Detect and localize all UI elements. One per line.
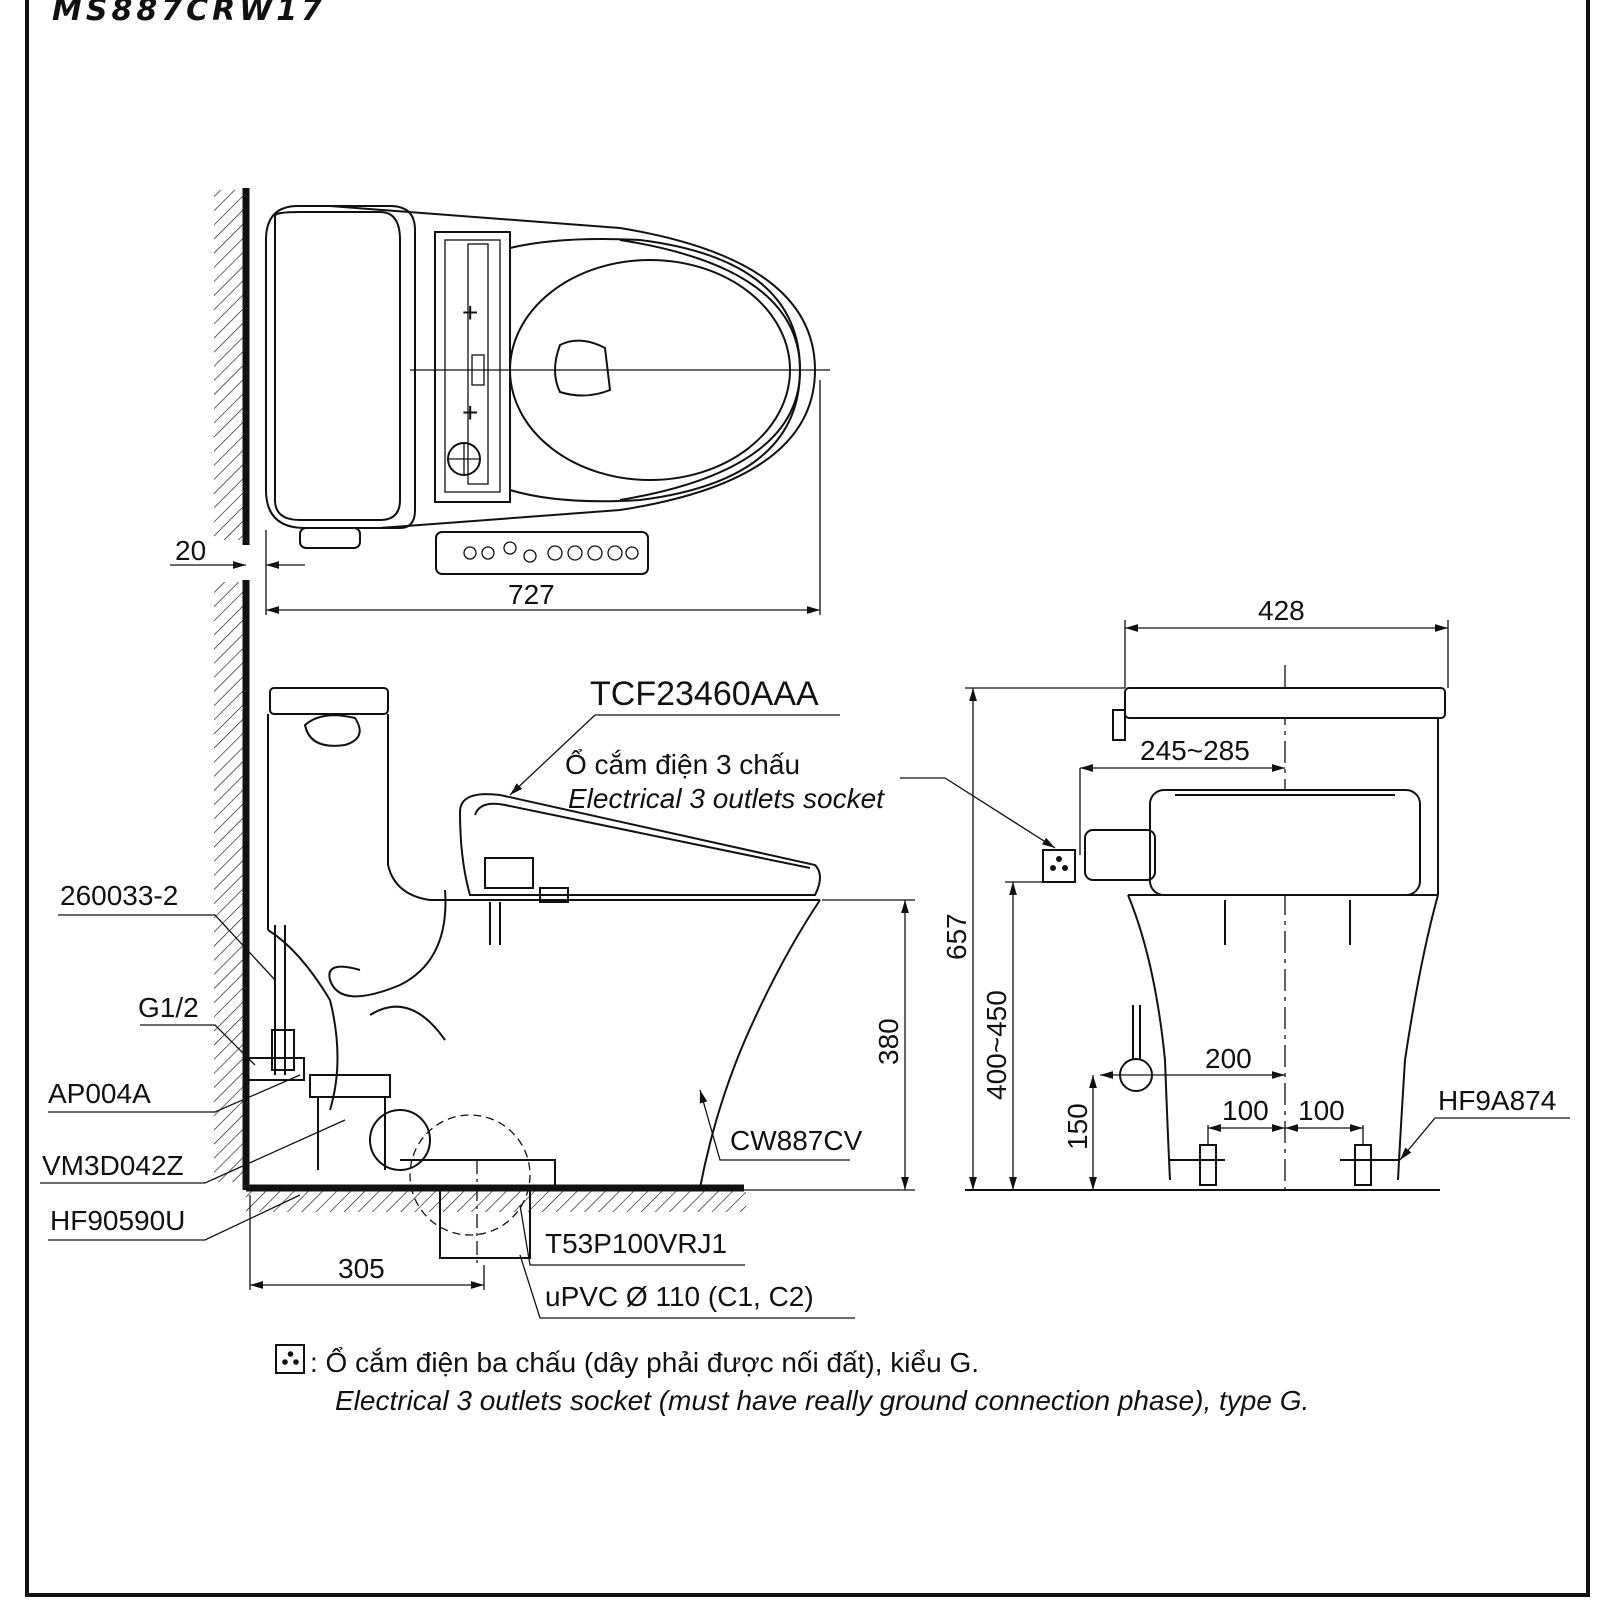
side-view: 260033-2 G1/2 AP004A VM3D042Z HF90590U C… bbox=[40, 580, 915, 1319]
front-view: 428 245~285 657 400~450 200 150 100 100 … bbox=[900, 595, 1570, 1195]
note-en: Electrical 3 outlets socket (must have r… bbox=[335, 1385, 1309, 1416]
part-tcf23460aaa: TCF23460AAA bbox=[590, 675, 819, 713]
side-tank bbox=[267, 714, 431, 930]
part-upvc-pipe: uPVC Ø 110 (C1, C2) bbox=[545, 1281, 814, 1312]
front-tank bbox=[1124, 687, 1446, 719]
side-tank-lid bbox=[269, 687, 389, 715]
top-view: + + 20 727 bbox=[170, 188, 830, 615]
part-ap004a: AP004A bbox=[48, 1078, 151, 1109]
part-g1-2: G1/2 bbox=[138, 992, 199, 1023]
side-bowl bbox=[430, 899, 821, 1189]
dim-rough-in: 305 bbox=[338, 1253, 385, 1284]
front-bowl bbox=[1127, 894, 1439, 1181]
part-cw887cv: CW887CV bbox=[730, 1125, 863, 1156]
front-socket bbox=[1042, 849, 1076, 883]
dim-wall-gap: 20 bbox=[175, 535, 206, 566]
socket-icon bbox=[275, 1344, 305, 1374]
sheet-frame bbox=[25, 0, 1590, 1597]
wall-hatch-side bbox=[214, 582, 244, 1182]
dim-socket-height: 400~450 bbox=[981, 990, 1012, 1100]
part-vm3d042z: VM3D042Z bbox=[42, 1150, 184, 1181]
svg-text:+: + bbox=[462, 397, 478, 428]
floor-hatch bbox=[246, 1190, 746, 1212]
socket-label-vi: Ổ cắm điện 3 chấu bbox=[565, 749, 800, 780]
model-code: MS887CRW17 bbox=[52, 0, 326, 28]
dim-width: 428 bbox=[1258, 595, 1305, 626]
dim-socket-offset: 245~285 bbox=[1140, 735, 1250, 766]
dim-length: 727 bbox=[508, 579, 555, 610]
remote-buttons bbox=[463, 541, 639, 563]
dim-seat-height: 380 bbox=[873, 1018, 904, 1065]
note-vi: : Ổ cắm điện ba chấu (dây phải được nối … bbox=[310, 1347, 979, 1378]
dim-supply-offset: 200 bbox=[1205, 1043, 1252, 1074]
dim-height: 657 bbox=[941, 913, 972, 960]
part-t53p100vrj1: T53P100VRJ1 bbox=[545, 1228, 727, 1259]
dim-bolt-right: 100 bbox=[1298, 1095, 1345, 1126]
top-remote-panel bbox=[435, 531, 649, 575]
footnote: : Ổ cắm điện ba chấu (dây phải được nối … bbox=[275, 1344, 1309, 1416]
part-hf90590u: HF90590U bbox=[50, 1205, 185, 1236]
top-tank bbox=[265, 205, 416, 529]
socket-label-en: Electrical 3 outlets socket bbox=[568, 783, 885, 814]
side-seat bbox=[458, 793, 821, 896]
part-260033-2: 260033-2 bbox=[60, 880, 178, 911]
part-hf9a874: HF9A874 bbox=[1438, 1085, 1556, 1116]
wall-hatch-top bbox=[214, 190, 244, 540]
dim-supply-height: 150 bbox=[1062, 1103, 1093, 1150]
svg-text:+: + bbox=[462, 297, 478, 328]
dim-bolt-left: 100 bbox=[1222, 1095, 1269, 1126]
front-seat bbox=[1149, 789, 1421, 896]
